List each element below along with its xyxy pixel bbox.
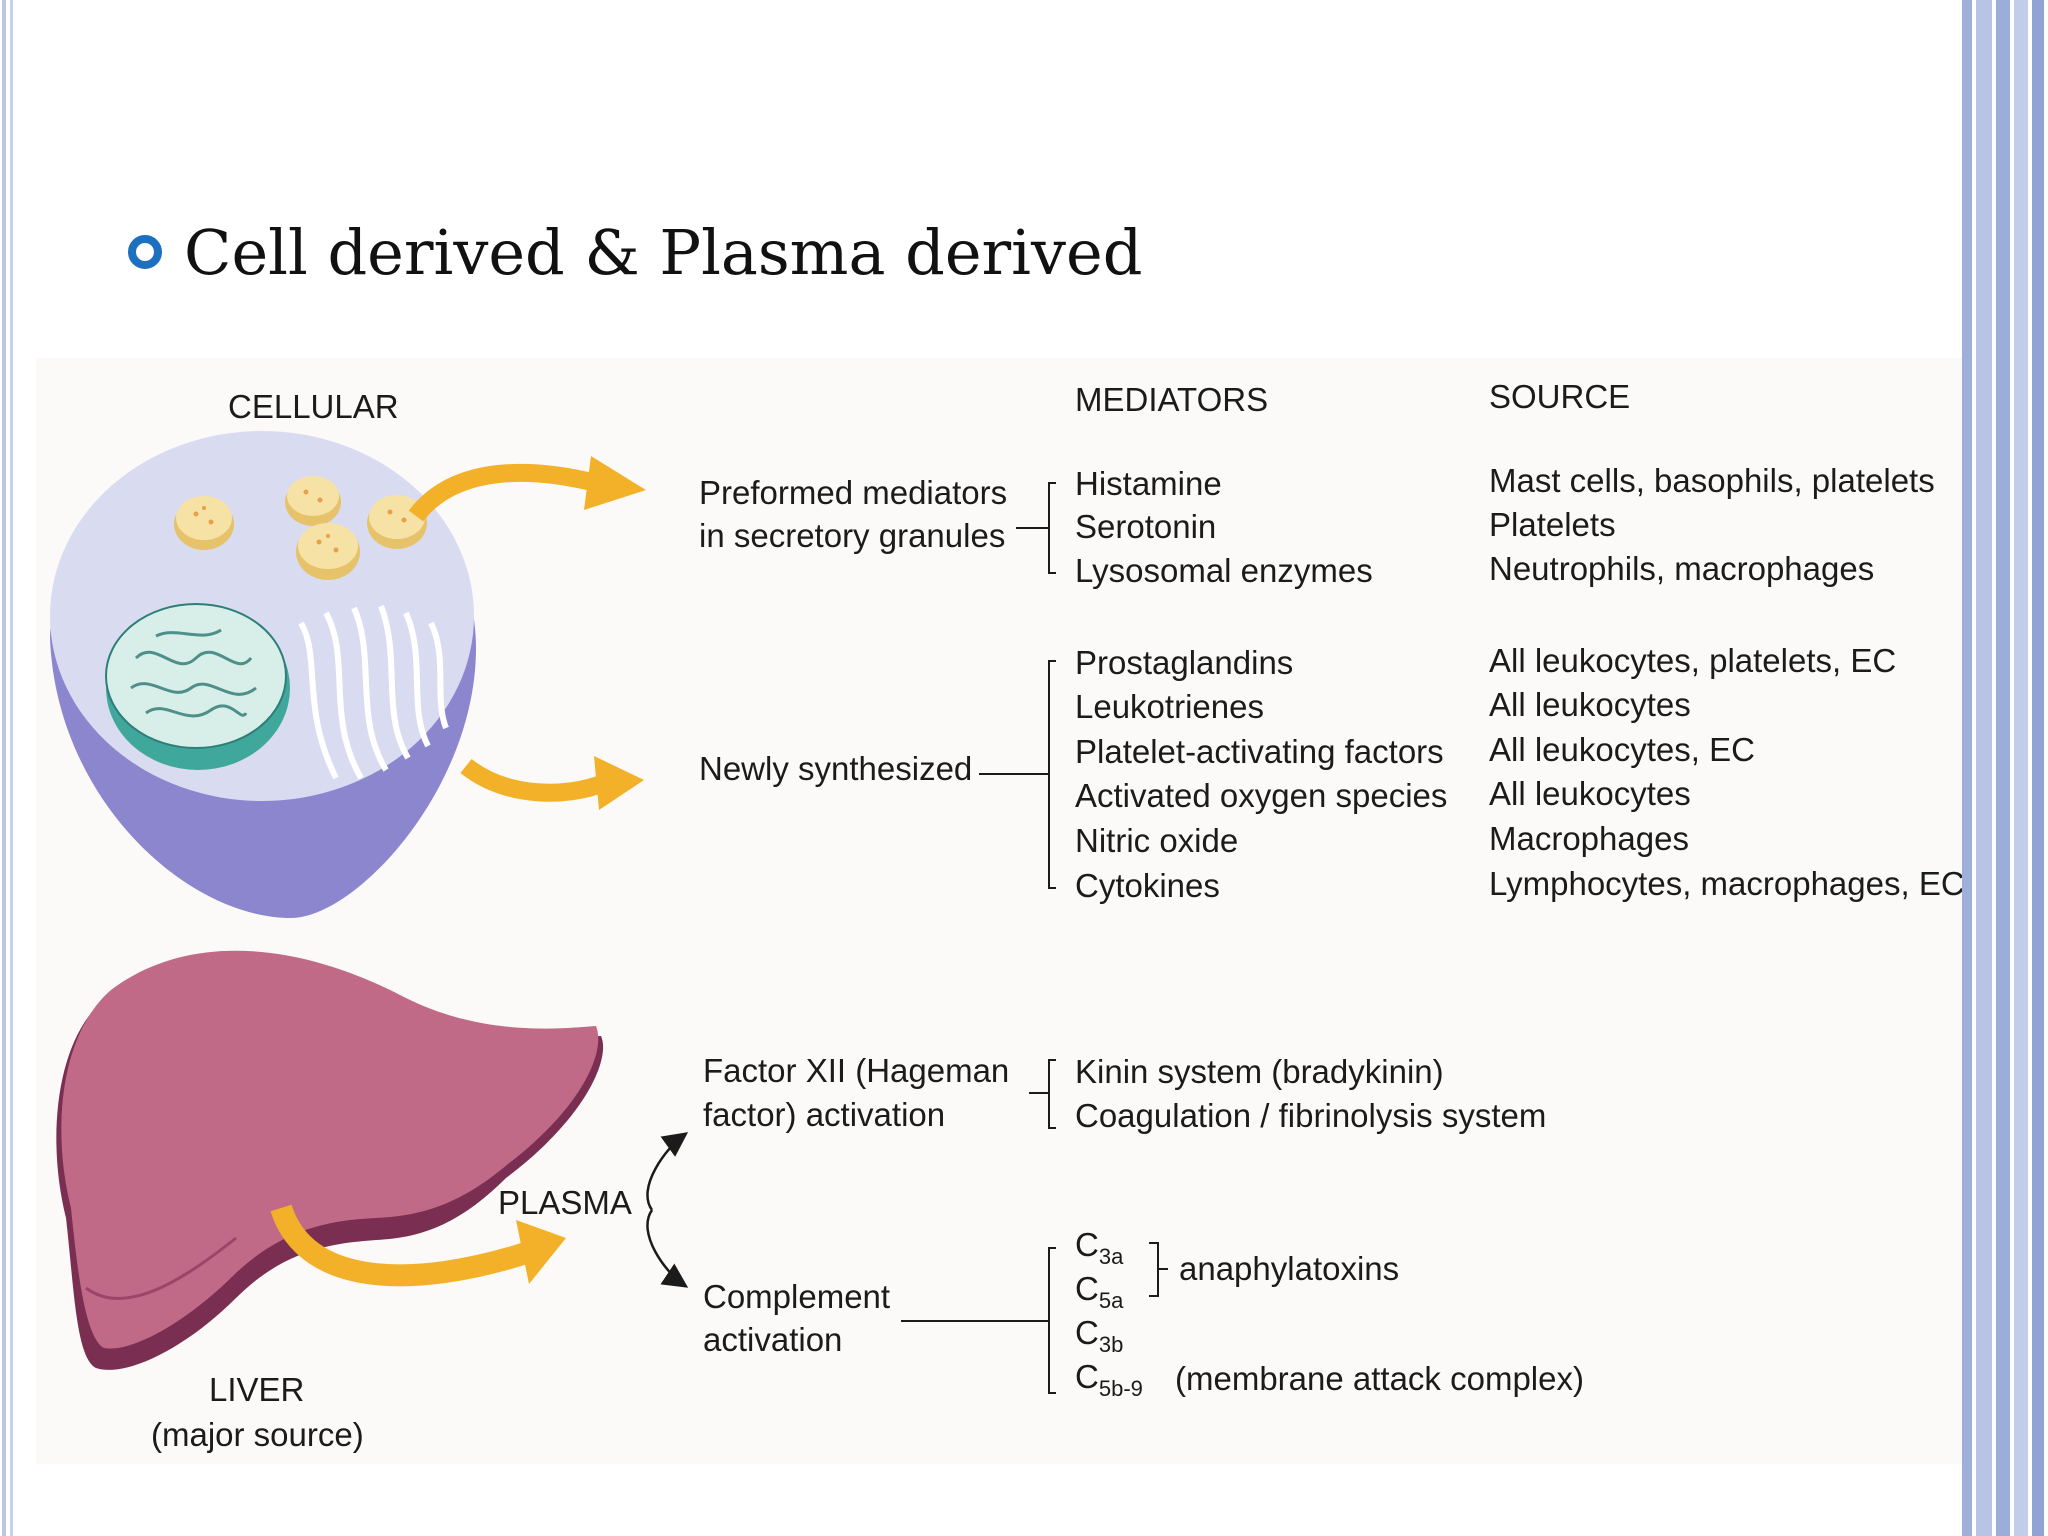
cell-illustration-icon (50, 431, 646, 918)
liver-illustration-icon (56, 950, 604, 1370)
anaphylatoxins-label: anaphylatoxins (1179, 1250, 1399, 1287)
slide-frame-right (1962, 0, 2048, 1536)
plasma-label: PLASMA (498, 1184, 632, 1221)
source-all-leukocytes-ec: All leukocytes, EC (1489, 731, 1755, 768)
complement-c5b9: C5b-9 (1075, 1358, 1143, 1401)
membrane-attack-complex-label: (membrane attack complex) (1175, 1360, 1584, 1397)
source-platelets: Platelets (1489, 506, 1616, 543)
complement-label-line2: activation (703, 1321, 842, 1358)
source-lymphocytes: Lymphocytes, macrophages, EC (1489, 865, 1962, 902)
mediator-platelet-activating-factors: Platelet-activating factors (1075, 733, 1444, 770)
mediator-kinin-system: Kinin system (bradykinin) (1075, 1053, 1444, 1090)
bullet-point: Cell derived & Plasma derived (128, 212, 1142, 292)
source-all-leukocytes-2: All leukocytes (1489, 775, 1691, 812)
mediator-leukotrienes: Leukotrienes (1075, 688, 1264, 725)
slide-frame-left (0, 0, 16, 1536)
source-mast-cells: Mast cells, basophils, platelets (1489, 462, 1935, 499)
mediator-cytokines: Cytokines (1075, 867, 1220, 904)
source-all-leukocytes-1: All leukocytes (1489, 686, 1691, 723)
source-column-header: SOURCE (1489, 378, 1630, 415)
mediators-diagram: CELLULAR PLASMA LIVER (major source) MED… (50, 378, 1962, 1453)
mediator-histamine: Histamine (1075, 465, 1222, 502)
newly-bracket (979, 660, 1056, 889)
factor-bracket (1029, 1059, 1056, 1129)
golgi-icon (298, 604, 449, 780)
plasma-fork-arrows (646, 1132, 689, 1288)
source-macrophages: Macrophages (1489, 820, 1689, 857)
mediators-column-header: MEDIATORS (1075, 381, 1268, 418)
preformed-bracket (1016, 482, 1056, 574)
factor-xii-label-line2: factor) activation (703, 1096, 945, 1133)
cellular-label: CELLULAR (228, 388, 399, 425)
mediators-figure: CELLULAR PLASMA LIVER (major source) MED… (36, 358, 1962, 1464)
complement-c3a: C3a (1075, 1226, 1124, 1269)
bullet-circle-icon (128, 235, 162, 269)
nucleus-icon (105, 603, 290, 770)
mediator-activated-oxygen-species: Activated oxygen species (1075, 777, 1447, 814)
source-all-leukocytes-platelets-ec: All leukocytes, platelets, EC (1489, 642, 1896, 679)
source-neutrophils: Neutrophils, macrophages (1489, 550, 1874, 587)
mediator-nitric-oxide: Nitric oxide (1075, 822, 1238, 859)
factor-xii-label-line1: Factor XII (Hageman (703, 1052, 1009, 1089)
liver-label: LIVER (209, 1371, 304, 1408)
preformed-label-line2: in secretory granules (699, 517, 1005, 554)
newly-synthesized-label: Newly synthesized (699, 750, 972, 787)
synthesis-arrow-icon (460, 756, 644, 810)
complement-bracket (901, 1242, 1168, 1394)
preformed-label-line1: Preformed mediators (699, 474, 1007, 511)
liver-sub-label: (major source) (151, 1416, 364, 1453)
liver-secretion-arrow-icon (270, 1204, 566, 1287)
mediator-serotonin: Serotonin (1075, 508, 1216, 545)
secretory-granules-icon (174, 476, 427, 580)
release-arrow-icon (408, 456, 646, 522)
mediator-coagulation-system: Coagulation / fibrinolysis system (1075, 1097, 1546, 1134)
complement-label-line1: Complement (703, 1278, 890, 1315)
complement-c3b: C3b (1075, 1314, 1123, 1357)
mediator-prostaglandins: Prostaglandins (1075, 644, 1293, 681)
slide-heading: Cell derived & Plasma derived (184, 215, 1143, 289)
mediator-lysosomal-enzymes: Lysosomal enzymes (1075, 552, 1373, 589)
complement-c5a: C5a (1075, 1270, 1124, 1313)
